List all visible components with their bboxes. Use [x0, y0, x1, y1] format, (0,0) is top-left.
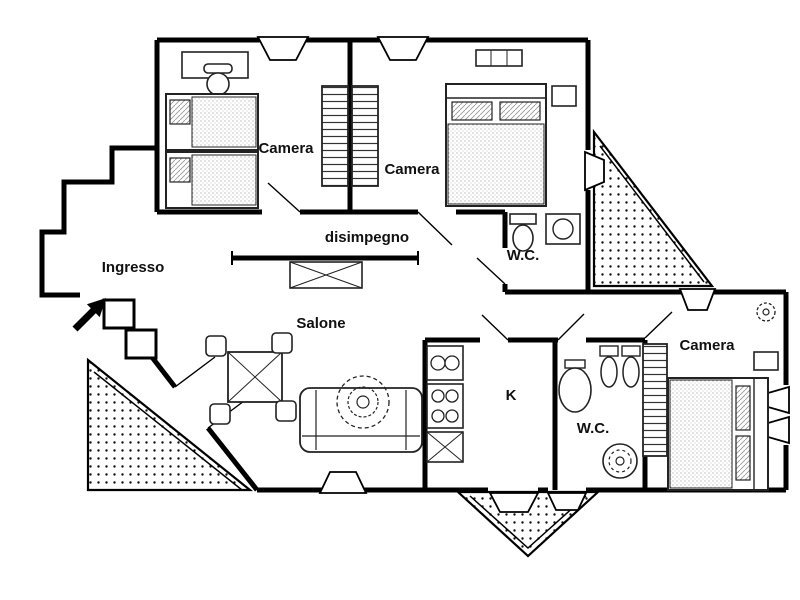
window-bedroom2	[376, 36, 430, 61]
bidet-tank	[599, 345, 619, 357]
toilet-bowl	[622, 356, 640, 388]
sofa	[299, 387, 423, 453]
window-salone-south	[318, 471, 368, 494]
bathroom-1-fixtures	[509, 213, 581, 252]
plant-core	[356, 395, 370, 409]
dresser	[475, 49, 523, 67]
pillow	[169, 99, 191, 125]
bedroom-2-furniture	[351, 49, 577, 207]
pillow	[735, 435, 751, 481]
basin-bowl	[552, 218, 574, 240]
shower-ring	[608, 449, 632, 473]
room-label-camera-1: Camera	[258, 140, 314, 157]
chair-seat	[206, 72, 230, 96]
toilet-bowl	[512, 224, 534, 252]
plant-core	[762, 308, 770, 316]
chair	[275, 400, 297, 422]
pillow	[735, 385, 751, 431]
plant-inner	[347, 386, 379, 418]
toilet-tank	[509, 213, 537, 225]
bidet	[600, 356, 618, 388]
door-terrace-ne	[584, 150, 605, 192]
washbasin	[558, 367, 592, 413]
wall-end-ticks	[231, 251, 419, 265]
window-bedroom1	[256, 36, 310, 61]
wardrobe	[321, 85, 349, 187]
chair	[209, 403, 231, 425]
blanket	[447, 123, 545, 205]
pillow	[499, 101, 541, 121]
burner	[431, 389, 445, 403]
sink-bowl	[430, 355, 446, 371]
burner	[431, 409, 445, 423]
door-wc-terrace	[546, 492, 588, 511]
nightstand	[753, 351, 779, 371]
room-label-camera-2: Camera	[384, 161, 440, 178]
room-label-ingresso: Ingresso	[102, 259, 165, 276]
plant	[336, 375, 390, 429]
door-kitchen-terrace	[488, 492, 540, 513]
living-room-furniture	[205, 261, 423, 453]
door-east-lower-leaf	[767, 415, 790, 445]
door-east-upper-leaf	[767, 385, 790, 415]
room-label-wc-bottom: W.C.	[577, 420, 610, 437]
nightstand	[551, 85, 577, 107]
plant	[756, 302, 776, 322]
entry-arrow-icon	[72, 298, 106, 332]
terrace-southwest	[86, 357, 254, 492]
room-label-kitchen: K	[506, 387, 517, 404]
chair	[205, 335, 227, 357]
burner	[445, 389, 459, 403]
blanket	[191, 96, 257, 148]
terrace-northeast	[592, 128, 715, 288]
wardrobe	[642, 343, 668, 457]
door-window-symbols	[256, 36, 790, 513]
walls	[39, 37, 789, 493]
bathroom-2-fixtures	[558, 345, 641, 479]
room-labels: Camera Camera disimpegno Ingresso W.C. S…	[102, 140, 735, 437]
room-label-camera-3: Camera	[679, 337, 735, 354]
stove	[426, 383, 464, 429]
sink-bowl	[444, 355, 460, 371]
room-label-wc-top: W.C.	[507, 247, 540, 264]
toilet-tank	[621, 345, 641, 357]
pillow	[451, 101, 493, 121]
entry-steps	[102, 298, 158, 360]
wardrobe	[351, 85, 379, 187]
kitchen-fixtures	[426, 345, 464, 463]
shower-drain	[615, 456, 625, 466]
bedroom-3-furniture	[642, 302, 779, 491]
bedroom-1-furniture	[165, 51, 349, 209]
room-label-salone: Salone	[296, 315, 345, 332]
blanket	[669, 379, 733, 489]
blanket	[191, 154, 257, 206]
burner	[445, 409, 459, 423]
chair-back	[203, 63, 233, 74]
room-label-disimpegno: disimpegno	[325, 229, 409, 246]
door-bedroom3-north	[678, 288, 717, 311]
chair	[271, 332, 293, 354]
basin-shelf	[564, 359, 586, 369]
pillow	[169, 157, 191, 183]
